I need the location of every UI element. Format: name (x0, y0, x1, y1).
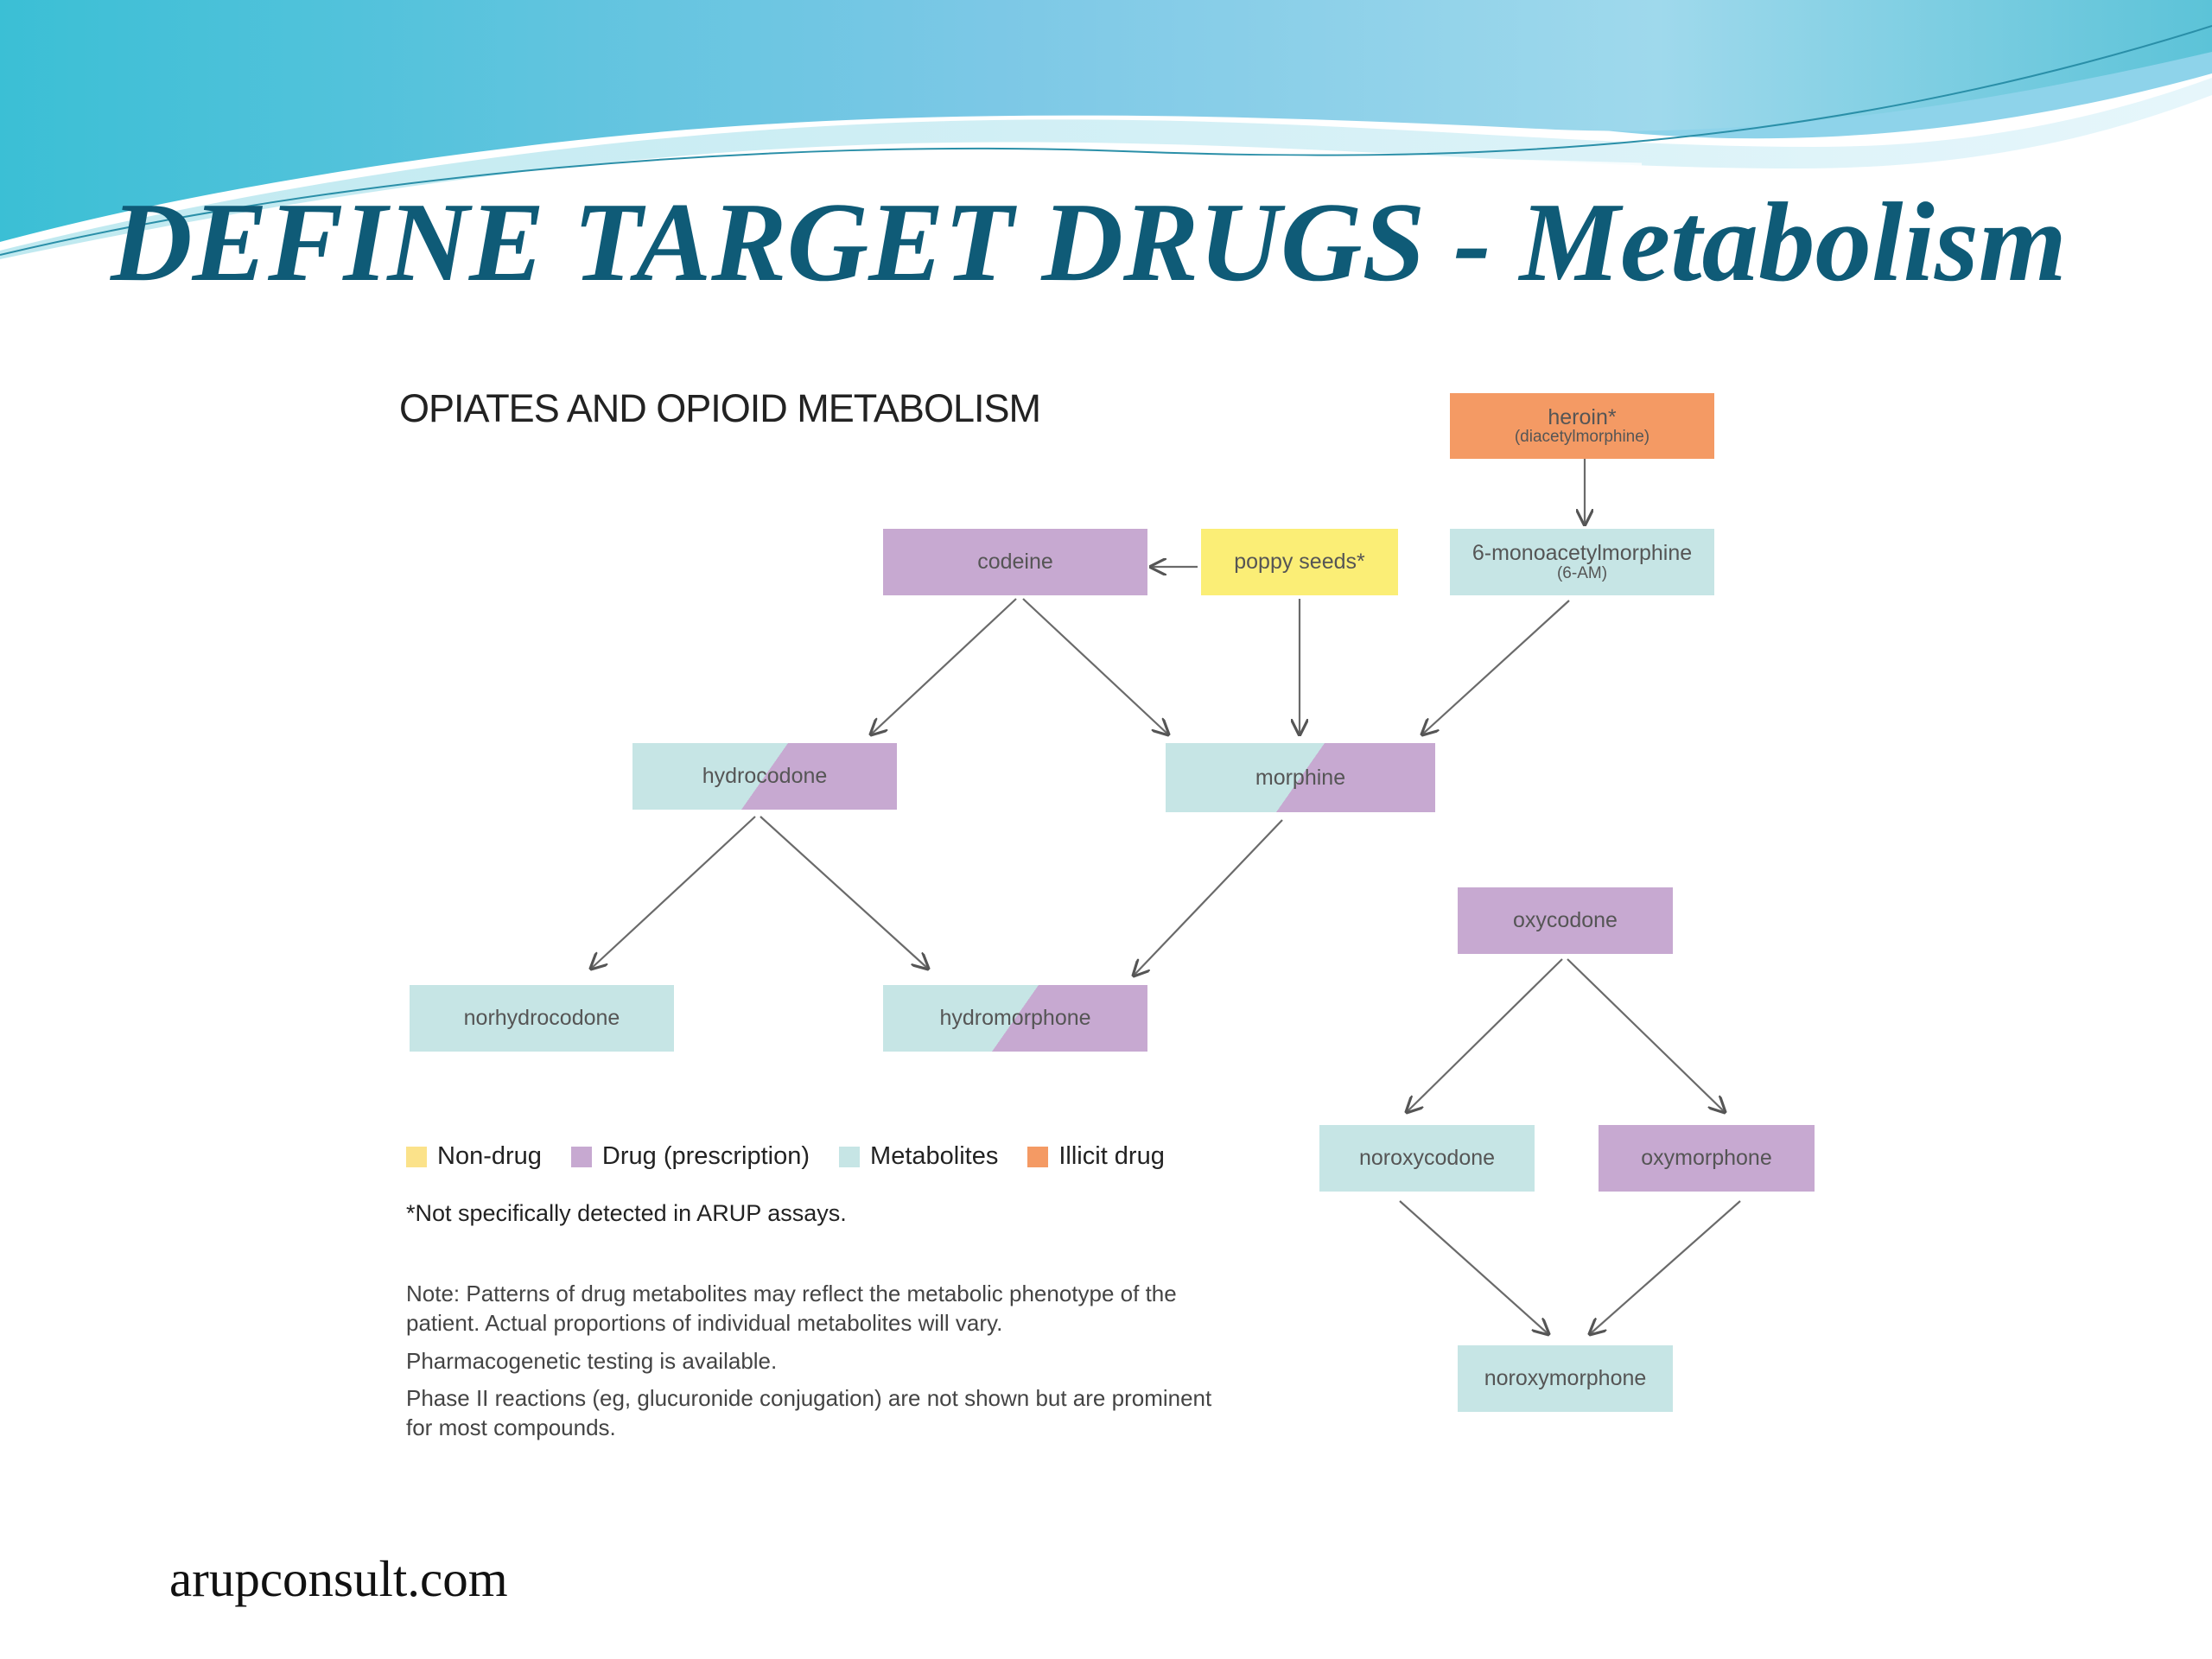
arrow-morphine-to-hydromorphone (1134, 819, 1283, 976)
legend-label-drug-prescription: Drug (prescription) (601, 1142, 810, 1170)
legend-item-metabolites: Metabolites (839, 1142, 998, 1171)
arrow-oxycodone-to-noroxycodone (1407, 958, 1563, 1112)
node-heroin-sublabel: (diacetylmorphine) (1514, 428, 1650, 447)
node-hydromorphone-label: hydromorphone (939, 1006, 1091, 1031)
legend-swatch-drug-prescription (570, 1146, 592, 1167)
node-noroxymorphone: noroxymorphone (1458, 1345, 1673, 1412)
node-poppy-seeds: poppy seeds* (1201, 529, 1398, 595)
legend-swatch-illicit-drug (1027, 1146, 1049, 1167)
node-poppy-seeds-label: poppy seeds* (1234, 550, 1365, 575)
legend: Non-drug Drug (prescription) Metabolites… (406, 1142, 1194, 1171)
node-oxycodone: oxycodone (1458, 887, 1673, 954)
note-phase-ii-reactions: Phase II reactions (eg, glucuronide conj… (406, 1385, 1212, 1440)
figure-title: OPIATES AND OPIOID METABOLISM (399, 386, 1041, 430)
node-oxymorphone-label: oxymorphone (1641, 1146, 1772, 1171)
slide-title: DEFINE TARGET DRUGS - Metabolism (111, 180, 2067, 305)
node-noroxycodone-label: noroxycodone (1358, 1146, 1496, 1171)
node-hydrocodone-label: hydrocodone (702, 764, 828, 789)
node-norhydrocodone-label: norhydrocodone (463, 1006, 620, 1031)
arrow-oxymorphone-to-noroxymorphone (1590, 1200, 1741, 1334)
node-hydromorphone: hydromorphone (883, 985, 1147, 1052)
node-morphine-label: morphine (1255, 765, 1346, 790)
legend-label-illicit-drug: Illicit drug (1058, 1142, 1165, 1170)
node-norhydrocodone: norhydrocodone (410, 985, 674, 1052)
legend-label-non-drug: Non-drug (437, 1142, 542, 1170)
legend-swatch-metabolites (839, 1146, 861, 1167)
node-heroin-label: heroin* (1548, 404, 1617, 429)
footnote-not-detected: *Not specifically detected in ARUP assay… (406, 1200, 847, 1226)
note-metabolic-phenotype: Note: Patterns of drug metabolites may r… (406, 1281, 1177, 1336)
node-6-monoacetylmorphine: 6-monoacetylmorphine (6-AM) (1450, 529, 1714, 595)
legend-swatch-non-drug (406, 1146, 427, 1167)
node-morphine: morphine (1166, 743, 1435, 812)
arrow-codeine-to-hydrocodone (871, 598, 1017, 734)
arrow-layer (394, 456, 1741, 1449)
footer-url: arupconsult.com (169, 1550, 508, 1607)
legend-item-illicit-drug: Illicit drug (1027, 1142, 1165, 1171)
node-oxycodone-label: oxycodone (1513, 908, 1618, 933)
arrow-hydrocodone-to-norhydrocodone (591, 816, 756, 969)
legend-label-metabolites: Metabolites (870, 1142, 999, 1170)
node-noroxycodone: noroxycodone (1319, 1125, 1535, 1192)
legend-item-non-drug: Non-drug (406, 1142, 542, 1171)
arrow-noroxycodone-to-noroxymorphone (1399, 1200, 1548, 1334)
node-noroxymorphone-label: noroxymorphone (1484, 1366, 1647, 1391)
metabolism-diagram: OPIATES AND OPIOID METABOLISM heroin* (d… (394, 378, 1815, 1449)
arrow-hydrocodone-to-hydromorphone (760, 816, 928, 969)
node-hydrocodone: hydrocodone (632, 743, 897, 810)
node-codeine-label: codeine (977, 550, 1053, 575)
note-pharmacogenetic-testing: Pharmacogenetic testing is available. (406, 1348, 778, 1374)
node-oxymorphone: oxymorphone (1599, 1125, 1815, 1192)
legend-item-drug-prescription: Drug (prescription) (570, 1142, 810, 1171)
arrow-6am-to-morphine (1422, 600, 1570, 734)
node-heroin: heroin* (diacetylmorphine) (1450, 393, 1714, 459)
node-codeine: codeine (883, 529, 1147, 595)
node-6am-label: 6-monoacetylmorphine (1471, 541, 1693, 566)
arrow-codeine-to-morphine (1022, 598, 1168, 734)
arrow-oxycodone-to-oxymorphone (1567, 958, 1725, 1112)
node-6am-sublabel: (6-AM) (1556, 563, 1608, 582)
